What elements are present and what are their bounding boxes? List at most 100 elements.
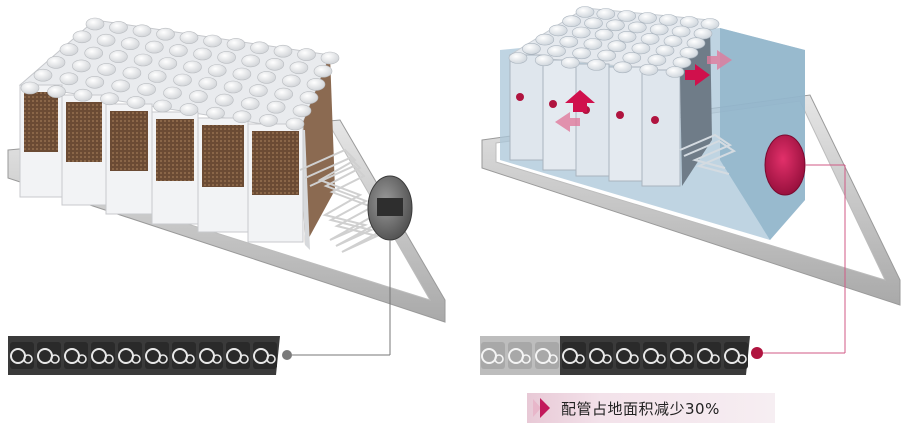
fan-top	[226, 38, 246, 51]
fan-top	[638, 12, 657, 24]
fan-top	[265, 58, 285, 71]
fan-top	[575, 6, 595, 18]
fan-top	[289, 61, 309, 75]
fan-top	[257, 71, 276, 84]
fan-top	[193, 47, 212, 61]
fan-top	[297, 48, 316, 61]
fan-top	[655, 44, 675, 57]
fan-top	[163, 86, 182, 100]
fan-top	[33, 68, 53, 82]
fan-top	[137, 83, 156, 96]
fan-top	[281, 74, 301, 88]
pipe-ring-small	[710, 354, 720, 364]
fan-top	[534, 54, 554, 67]
pipe-ring-small	[521, 354, 531, 364]
pipe-callout-circle	[282, 175, 413, 360]
pipe-ring-small	[494, 354, 504, 364]
fan-top	[215, 93, 234, 107]
fan-top	[111, 79, 130, 93]
outdoor-unit-array	[18, 17, 340, 250]
fan-top	[548, 24, 568, 37]
pipe-ring-small	[77, 354, 87, 364]
fan-top	[700, 18, 720, 30]
fan-top	[617, 10, 636, 22]
fan-top	[649, 23, 669, 36]
fan-top	[622, 52, 642, 64]
pipe-ring-small	[266, 354, 276, 364]
fan-top	[169, 44, 188, 57]
fan-top	[571, 26, 591, 39]
fan-top	[693, 27, 713, 40]
fan-top	[659, 14, 678, 26]
fan-top	[584, 17, 603, 30]
fan-top	[596, 8, 616, 20]
pipe-slots	[10, 342, 277, 369]
fan-top	[217, 51, 236, 64]
fan-top	[156, 27, 175, 41]
pipe-ring-small	[683, 354, 693, 364]
front-units	[19, 84, 304, 243]
fan-top	[183, 60, 202, 74]
fan-top	[639, 63, 659, 76]
fan-top	[122, 66, 142, 80]
fan-top	[249, 84, 268, 97]
fan-top	[59, 72, 79, 86]
fan-top	[587, 59, 606, 71]
fan-top	[100, 92, 119, 106]
outdoor-unit-array	[508, 6, 732, 187]
pipe-run	[679, 133, 737, 175]
fan-top	[628, 21, 647, 34]
pipe-ring-small	[737, 354, 747, 364]
fan-top	[189, 90, 208, 103]
fan-top	[173, 73, 192, 87]
compact-layout-illustration	[470, 0, 911, 427]
fan-top	[72, 59, 91, 73]
fan-top	[203, 34, 222, 48]
fan-top	[153, 99, 172, 113]
fan-top	[672, 56, 692, 69]
fan-top	[617, 30, 637, 43]
fan-top	[613, 61, 632, 74]
fan-top	[663, 35, 683, 47]
fan-top	[686, 37, 706, 50]
fan-top	[207, 64, 227, 77]
pipe-ring-small	[656, 354, 666, 364]
fan-top	[679, 16, 699, 28]
fan-top	[241, 54, 260, 68]
pipe-ring-small	[212, 354, 222, 364]
front-units	[509, 20, 712, 187]
fan-top	[292, 104, 312, 118]
fan-top	[198, 77, 218, 90]
fan-top	[97, 63, 116, 76]
fan-top	[266, 100, 286, 114]
pipe-callout-circle	[751, 134, 846, 359]
fan-top	[535, 33, 555, 46]
fan-top	[179, 31, 199, 44]
fan-top	[85, 76, 105, 89]
fan-top	[158, 57, 178, 70]
fan-top	[206, 106, 225, 120]
pipe-section-bar	[8, 336, 280, 375]
fan-top	[597, 49, 616, 62]
fan-top	[594, 28, 614, 41]
fan-tops	[20, 17, 340, 131]
fan-top	[607, 40, 627, 53]
fan-top	[562, 15, 581, 28]
fan-top	[179, 103, 199, 116]
fan-top	[132, 24, 152, 38]
fan-top	[285, 117, 305, 131]
pipe-ring-small	[104, 354, 114, 364]
pipe-ring-small	[158, 354, 168, 364]
fan-top	[20, 81, 40, 95]
fan-top	[320, 51, 340, 65]
fan-top	[647, 54, 667, 66]
fan-tops	[508, 6, 720, 78]
fan-top	[606, 19, 625, 32]
pipe-section-bar	[480, 336, 750, 375]
fan-top	[46, 56, 66, 69]
fan-top	[232, 110, 252, 124]
fan-top	[640, 33, 660, 45]
conventional-layout-svg	[7, 17, 446, 375]
fan-top	[572, 47, 591, 60]
fan-top	[84, 46, 103, 60]
